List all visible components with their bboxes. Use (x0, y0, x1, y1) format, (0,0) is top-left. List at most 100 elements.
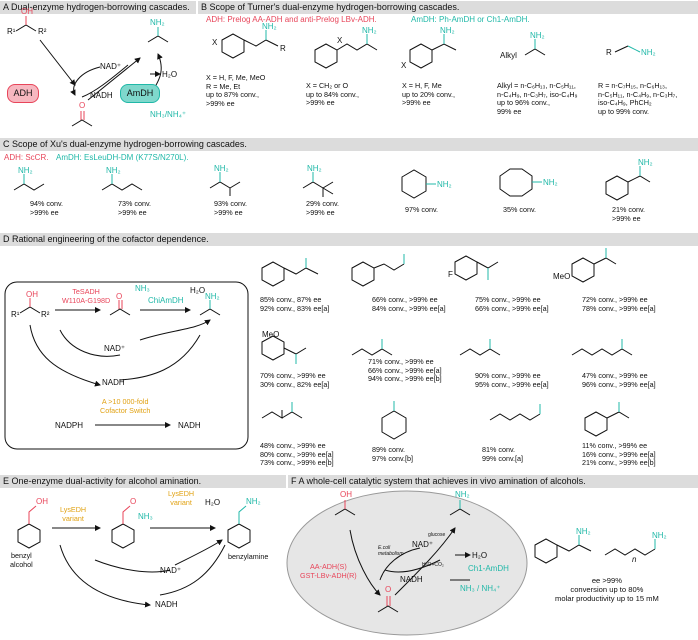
panel-b-col3: X = H, F, Me up to 20% conv., >99% ee (402, 81, 456, 108)
panel-d-result-7: 90% conv., >99% ee 95% conv., >99% ee[a] (475, 371, 549, 389)
panel-b-x-label-3: X (401, 61, 407, 70)
panel-b-nh2-4: NH₂ (530, 31, 545, 40)
panel-d-h2o: H₂O (190, 286, 206, 295)
panel-c-title: C Scope of Xu's dual-enzyme hydrogen-bor… (0, 138, 698, 151)
panel-c-nh2-2: NH₂ (106, 166, 121, 175)
panel-e-enzyme-1: LysEDH variant (60, 505, 87, 523)
panel-b-subtitle-adh: ADH: Prelog AA-ADH and anti-Prelog LBv-A… (206, 15, 377, 24)
panel-f-result: ee >99% conversion up to 80% molar produ… (555, 576, 659, 604)
panel-f-nadh: NADH (400, 575, 423, 584)
panel-e-o: O (130, 497, 137, 506)
panel-f-glucose: glucose (428, 532, 446, 538)
panel-f-title: F A whole-cell catalytic system that ach… (288, 475, 698, 488)
panel-f-adh: AA-ADH(S) GST-LBv-ADH(R) (300, 562, 357, 580)
panel-e-enzyme-2: LysEDH variant (168, 489, 195, 507)
panel-c-nh2-1: NH₂ (18, 166, 33, 175)
panel-d-title: D Rational engineering of the cofactor d… (0, 233, 698, 246)
panel-d-scheme (19, 298, 221, 428)
panel-b-r-label: R (280, 44, 286, 53)
adh-badge: ADH (7, 84, 39, 103)
panel-f-oh: OH (340, 490, 352, 499)
panel-d-results-structures (261, 248, 633, 440)
panel-a-r1: R¹ (7, 27, 16, 36)
panel-e-right: benzylamine (228, 552, 269, 561)
panel-b-col2: X = CH₂ or O up to 84% conv., >99% ee (306, 81, 360, 108)
panel-c-nh2-3: NH₂ (214, 164, 229, 173)
panel-c-nh2-4: NH₂ (307, 164, 322, 173)
panel-e-nh2: NH₂ (246, 497, 261, 506)
panel-b-x-label: X (212, 38, 218, 47)
panel-e-left: benzyl alcohol (10, 551, 33, 569)
panel-d-r1: R¹ (11, 310, 20, 319)
panel-c-item-5: 97% conv. (405, 205, 439, 214)
panel-d-nad: NAD⁺ (104, 344, 126, 353)
panel-d-result-3: 75% conv., >99% ee 66% conv., >99% ee[a] (475, 295, 549, 313)
panel-c-item-6: 35% conv. (503, 205, 537, 214)
panel-b-subtitle-amdh: AmDH: Ph-AmDH or Ch1-AmDH. (411, 15, 530, 24)
panel-f-h2o: H₂O (472, 551, 488, 560)
panel-d-nadh-2: NADH (178, 421, 201, 430)
panel-c-item-7: 21% conv. >99% ee (612, 205, 646, 223)
panel-a-nh2: NH₂ (150, 18, 165, 27)
panel-e-title: E One-enzyme dual-activity for alcohol a… (0, 475, 286, 488)
panel-e-nh3: NH₃ (138, 512, 153, 521)
panel-d-nh2: NH₂ (205, 292, 220, 301)
panel-d-switch: A >10 000-fold Cofactor Switch (100, 397, 151, 415)
panel-d-result-11: 81% conv. 99% conv.[a] (482, 445, 524, 463)
panel-d-f-label: F (448, 270, 453, 279)
panel-b-nh2-1: NH₂ (262, 22, 277, 31)
panel-d-result-9: 48% conv., >99% ee 80% conv., >99% ee[a]… (260, 441, 334, 468)
panel-b-structures (221, 30, 641, 69)
panel-f-prod-nh2-2: NH₂ (652, 531, 667, 540)
panel-f-nad: NAD⁺ (412, 540, 434, 549)
panel-d-result-6: 71% conv., >99% ee 66% conv., >99% ee[a]… (368, 357, 442, 384)
panel-a-nad: NAD⁺ (100, 62, 122, 71)
panel-b-col5: R = n-C₇H₁₅, n-C₆H₁₃, n-C₅H₁₁, n-C₄H₉, n… (598, 81, 678, 116)
panel-b-nh2-5: NH₂ (641, 48, 656, 57)
panel-c-structures (13, 166, 651, 201)
panel-f-nh3: NH₃ / NH₄⁺ (460, 584, 501, 593)
panel-c-item-2: 73% conv. >99% ee (118, 199, 152, 217)
amdh-badge: AmDH (120, 84, 160, 103)
panel-d-nadh: NADH (102, 378, 125, 387)
panel-d-result-1: 85% conv., 87% ee 92% conv., 83% ee[a] (260, 295, 330, 313)
panel-b-nh2-3: NH₂ (440, 26, 455, 35)
panel-f-co2: H₂O+CO₂ (422, 562, 444, 568)
panel-e-nad: NAD⁺ (160, 566, 182, 575)
panel-d-result-10: 89% conv. 97% conv.[b] (372, 445, 414, 463)
panel-c-nh2-5: NH₂ (437, 180, 452, 189)
panel-d-meo-label: MeO (553, 272, 571, 281)
panel-a-oh: OH (21, 7, 33, 16)
panel-d-result-4: 72% conv., >99% ee 78% conv., >99% ee[a] (582, 295, 656, 313)
panel-d-meo-label-2: MeO (262, 330, 280, 339)
panel-a-nadh: NADH (90, 91, 113, 100)
panel-e-h2o: H₂O (205, 498, 221, 507)
cell-ellipse (286, 490, 528, 636)
panel-a-h2o: H₂O (162, 70, 178, 79)
panel-b-x-label-2: X (337, 36, 343, 45)
panel-f-nh2: NH₂ (455, 490, 470, 499)
panel-a-title: A Dual-enzyme hydrogen-borrowing cascade… (0, 1, 196, 14)
panel-d-nh3: NH₃ (135, 284, 150, 293)
panel-c-nh2-6: NH₂ (543, 178, 558, 187)
panel-d-o: O (116, 292, 123, 301)
panel-b-nh2-2: NH₂ (362, 26, 377, 35)
panel-d-result-5: 70% conv., >99% ee 30% conv., 82% ee[a] (260, 371, 330, 389)
panel-d-r2: R² (41, 310, 50, 319)
panel-d-box (4, 281, 249, 450)
panel-c-subtitle-amdh: AmDH: EsLeuDH-DM (K77S/N270L). (56, 153, 189, 162)
panel-f-ecoli: E.coli metabolism (378, 545, 404, 557)
panel-f-scheme (334, 500, 656, 613)
panel-b-col4: Alkyl = n-C₆H₁₃, n-C₅H₁₁, n-C₄H₉, n-C₃H₇… (497, 81, 578, 116)
panel-c-item-1: 94% conv. >99% ee (30, 199, 64, 217)
panel-d-oh: OH (26, 290, 38, 299)
panel-f-o: O (385, 585, 392, 594)
panel-c-item-4: 29% conv. >99% ee (306, 199, 340, 217)
panel-e-nadh: NADH (155, 600, 178, 609)
panel-d-result-12: 11% conv., >99% ee 16% conv., >99% ee[a]… (582, 441, 656, 468)
panel-b-r-label-2: R (606, 48, 612, 57)
panel-b-alkyl-label: Alkyl (500, 51, 517, 60)
panel-e-scheme (17, 505, 251, 608)
panel-d-result-2: 66% conv., >99% ee 84% conv., >99% ee[a] (372, 295, 446, 313)
